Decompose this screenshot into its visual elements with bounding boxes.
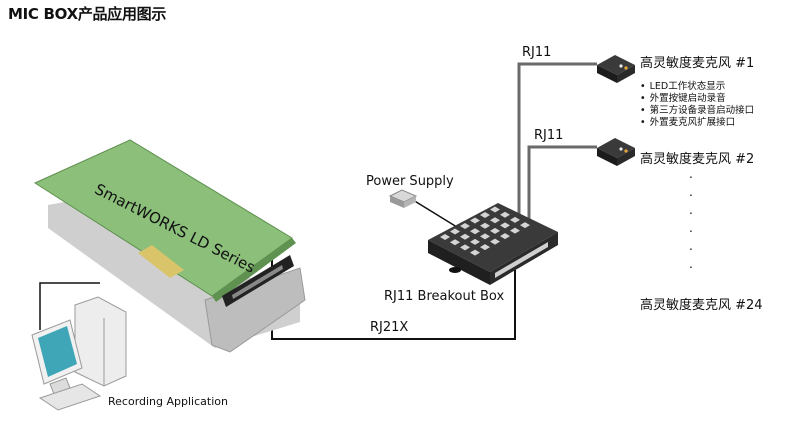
keypad-key (470, 238, 480, 245)
ellipsis-dot: . (689, 221, 693, 235)
pc-tower (74, 296, 127, 387)
rj11-cable-1 (517, 62, 597, 225)
keypad-key (450, 228, 460, 235)
breakout-box-keys (440, 206, 530, 256)
keypad-key (480, 212, 490, 218)
ellipsis-dot: . (689, 167, 693, 181)
mic-label-2: 高灵敏度麦克风 #2 (640, 152, 755, 167)
feature-item: 第三方设备录音启动接口 (640, 105, 755, 117)
keypad-key (480, 222, 490, 229)
keypad-key (490, 217, 500, 224)
rj11-label-2: RJ11 (534, 128, 564, 143)
card-edge (212, 238, 296, 302)
keypad-key (500, 211, 510, 218)
keypad-key (480, 233, 490, 240)
keypad-key (520, 222, 530, 229)
page-title: MIC BOX产品应用图示 (8, 5, 167, 23)
cables (39, 62, 597, 340)
smartworks-card (33, 139, 306, 353)
keypad-key (460, 223, 470, 229)
keypad-key (460, 244, 470, 251)
keypad-key (500, 233, 510, 240)
keypad-key (470, 217, 480, 224)
breakout-box-device (428, 203, 558, 285)
card-bracket (204, 267, 306, 353)
feature-list: LED工作状态显示 外置按键启动录音 第三方设备录音启动接口 外置麦克风扩展接口 (640, 81, 755, 129)
ellipsis-dot: . (689, 257, 693, 271)
breakout-box-label: RJ11 Breakout Box (384, 289, 505, 304)
mic-device-1 (597, 55, 635, 83)
pc-screen (38, 326, 77, 377)
feature-item: 外置麦克风扩展接口 (640, 117, 754, 129)
keypad-key (450, 239, 460, 246)
keypad-key (510, 227, 520, 234)
keypad-key (510, 216, 520, 223)
mic-device-2 (597, 138, 635, 166)
rj21x-label: RJ21X (370, 320, 409, 335)
pc-cable (39, 282, 100, 330)
keypad-key (480, 244, 490, 251)
pc-keyboard (38, 383, 102, 411)
keypad-key (470, 228, 480, 235)
feature-item: 外置按键启动录音 (640, 93, 754, 105)
mic-label-24: 高灵敏度麦克风 #24 (640, 298, 763, 313)
recording-app-label: Recording Application (108, 395, 228, 408)
computer (31, 296, 127, 411)
ellipsis-dot: . (689, 203, 693, 217)
keypad-key (490, 206, 500, 213)
card-connector-slot (232, 265, 283, 299)
keypad-key (440, 234, 450, 240)
ellipsis-dot: . (689, 185, 693, 199)
keypad-key (490, 238, 500, 245)
power-supply-label: Power Supply (366, 174, 454, 189)
mic-label-1: 高灵敏度麦克风 #1 (640, 56, 755, 71)
keypad-key (490, 227, 500, 234)
feature-item: LED工作状态显示 (640, 81, 754, 93)
card-contacts (138, 245, 184, 278)
keypad-key (470, 249, 480, 256)
keypad-key (500, 222, 510, 229)
rj11-label-1: RJ11 (522, 45, 552, 60)
power-supply-brick (388, 189, 418, 208)
ellipsis-dot: . (689, 239, 693, 253)
rj11-cable-2 (527, 145, 597, 225)
keypad-key (460, 233, 470, 240)
